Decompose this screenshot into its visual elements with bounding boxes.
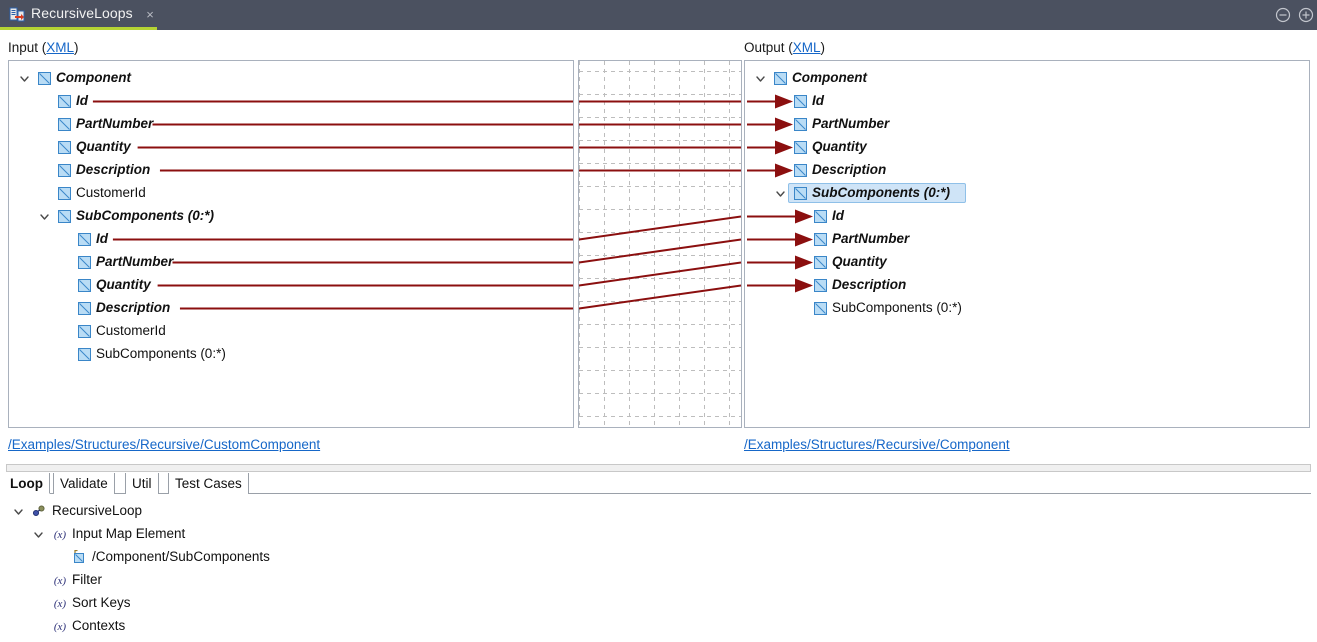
output-tree-node-label[interactable]: Quantity xyxy=(832,254,887,269)
input-label-close: ) xyxy=(74,40,79,55)
input-tree-node-label[interactable]: Description xyxy=(76,162,151,177)
svg-text:(x): (x) xyxy=(54,621,67,633)
output-tree-node-label[interactable]: Component xyxy=(792,70,867,85)
input-tree-node-label[interactable]: SubComponents (0:*) xyxy=(76,208,214,223)
expression-icon: (x) xyxy=(52,573,67,587)
input-path-link[interactable]: /Examples/Structures/Recursive/CustomCom… xyxy=(8,437,321,452)
close-icon[interactable]: × xyxy=(146,7,154,22)
chevron-down-icon[interactable] xyxy=(12,505,25,518)
output-tree-node-label[interactable]: Quantity xyxy=(812,139,867,154)
output-tree-node-label[interactable]: SubComponents (0:*) xyxy=(812,185,950,200)
loop-tree-node-label[interactable]: Filter xyxy=(72,572,102,587)
xsd-element-icon xyxy=(814,256,827,269)
tab-loop[interactable]: Loop xyxy=(6,473,50,494)
chevron-down-icon[interactable] xyxy=(774,187,787,200)
chevron-down-icon[interactable] xyxy=(754,72,767,85)
input-tree-node-label[interactable]: Quantity xyxy=(96,277,151,292)
svg-text:(x): (x) xyxy=(54,575,67,587)
xsd-element-icon xyxy=(814,233,827,246)
loop-tree-node-label[interactable]: Contexts xyxy=(72,618,126,633)
expression-icon: (x) xyxy=(52,596,67,610)
xsd-element-icon xyxy=(58,164,71,177)
grid-background xyxy=(579,61,741,427)
input-label-text: Input ( xyxy=(8,40,47,55)
xsd-element-icon xyxy=(78,302,91,315)
editor-tab-label: RecursiveLoops xyxy=(31,5,133,21)
loop-icon xyxy=(32,504,46,518)
xsd-element-icon xyxy=(774,72,787,85)
mapping-file-icon xyxy=(9,7,25,23)
output-format-link[interactable]: XML xyxy=(792,40,821,55)
minus-circle-icon[interactable] xyxy=(1272,4,1294,26)
xsd-element-icon xyxy=(78,279,91,292)
xsd-element-icon xyxy=(78,348,91,361)
output-tree-node-label[interactable]: Description xyxy=(812,162,887,177)
input-tree-node-label[interactable]: SubComponents (0:*) xyxy=(96,346,226,361)
tab-util[interactable]: Util xyxy=(125,473,159,494)
xsd-element-icon xyxy=(794,118,807,131)
loop-tree-node-label[interactable]: Sort Keys xyxy=(72,595,131,610)
xsd-element-icon xyxy=(78,233,91,246)
xsd-element-icon xyxy=(58,141,71,154)
xsd-element-icon xyxy=(794,95,807,108)
input-tree-node-label[interactable]: Quantity xyxy=(76,139,131,154)
xsd-element-icon xyxy=(814,279,827,292)
input-tree-node-label[interactable]: PartNumber xyxy=(96,254,174,269)
expression-icon: (x) xyxy=(52,619,67,633)
title-bar: RecursiveLoops × xyxy=(0,0,1317,30)
xsd-element-icon xyxy=(58,210,71,223)
input-tree-node-label[interactable]: PartNumber xyxy=(76,116,154,131)
xsd-element-icon xyxy=(78,325,91,338)
xpath-icon xyxy=(72,549,86,564)
output-tree-node-label[interactable]: Description xyxy=(832,277,907,292)
output-label-text: Output ( xyxy=(744,40,793,55)
expression-icon: (x) xyxy=(52,527,67,541)
xsd-element-icon xyxy=(794,141,807,154)
input-format-link[interactable]: XML xyxy=(46,40,75,55)
active-tab-indicator xyxy=(0,27,157,30)
chevron-down-icon[interactable] xyxy=(18,72,31,85)
loop-tree-node-label[interactable]: /Component/SubComponents xyxy=(92,549,270,564)
xsd-element-icon xyxy=(814,302,827,315)
input-tree-node-label[interactable]: Description xyxy=(96,300,171,315)
editor-tab-recursiveloops[interactable]: RecursiveLoops × xyxy=(0,0,157,30)
output-tree-node-label[interactable]: PartNumber xyxy=(832,231,910,246)
chevron-down-icon[interactable] xyxy=(32,528,45,541)
xsd-element-icon xyxy=(78,256,91,269)
svg-text:(x): (x) xyxy=(54,529,67,541)
tab-validate[interactable]: Validate xyxy=(53,473,115,494)
panel-splitter[interactable] xyxy=(6,464,1311,472)
input-tree-node-label[interactable]: Id xyxy=(76,93,88,108)
plus-circle-icon[interactable] xyxy=(1295,4,1317,26)
loop-tree-node-label[interactable]: RecursiveLoop xyxy=(52,503,143,518)
input-tree-node-label[interactable]: Id xyxy=(96,231,108,246)
xsd-element-icon xyxy=(58,187,71,200)
xsd-element-icon xyxy=(58,118,71,131)
output-label-close: ) xyxy=(820,40,826,55)
output-tree-node-label[interactable]: SubComponents (0:*) xyxy=(832,300,962,315)
input-tree-node-label[interactable]: CustomerId xyxy=(96,323,166,338)
output-tree-node-label[interactable]: Id xyxy=(832,208,844,223)
xsd-element-icon xyxy=(38,72,51,85)
mapping-grid-panel[interactable] xyxy=(578,60,742,428)
input-tree-node-label[interactable]: Component xyxy=(56,70,131,85)
xsd-element-icon xyxy=(794,164,807,177)
tab-test-cases[interactable]: Test Cases xyxy=(168,473,249,494)
output-tree-node-label[interactable]: Id xyxy=(812,93,824,108)
output-section-label: Output (XML) xyxy=(744,40,825,55)
output-tree-node-label[interactable]: PartNumber xyxy=(812,116,890,131)
xsd-element-icon xyxy=(794,187,807,200)
input-section-label: Input (XML) xyxy=(8,40,79,55)
chevron-down-icon[interactable] xyxy=(38,210,51,223)
xsd-element-icon xyxy=(58,95,71,108)
output-path-link[interactable]: /Examples/Structures/Recursive/Component xyxy=(744,437,1010,452)
output-tree-selected-row-highlight xyxy=(788,183,967,203)
svg-text:(x): (x) xyxy=(54,598,67,610)
xsd-element-icon xyxy=(814,210,827,223)
loop-tree-node-label[interactable]: Input Map Element xyxy=(72,526,186,541)
input-tree-node-label[interactable]: CustomerId xyxy=(76,185,146,200)
